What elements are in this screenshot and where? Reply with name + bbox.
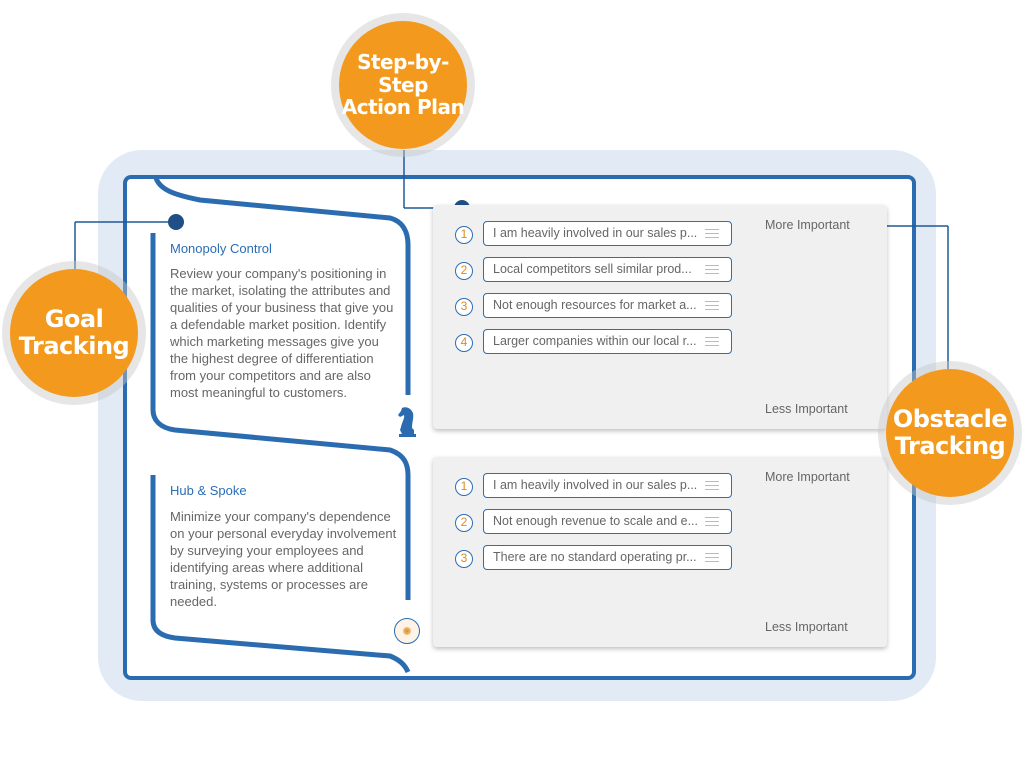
drag-handle-icon[interactable] — [705, 229, 719, 238]
obstacle-tracking-callout: Obstacle Tracking — [886, 369, 1014, 497]
goal-title-monopoly-control[interactable]: Monopoly Control — [170, 241, 272, 256]
less-important-label: Less Important — [765, 402, 848, 416]
less-important-label: Less Important — [765, 620, 848, 634]
item-number: 3 — [455, 550, 473, 568]
obstacle-item[interactable]: There are no standard operating pr... — [483, 545, 732, 570]
chess-knight-icon — [396, 404, 418, 438]
goal-description-hub-spoke: Minimize your company's dependence on yo… — [170, 509, 397, 609]
obstacle-item-text: Not enough resources for market a... — [493, 298, 697, 312]
hub-spoke-icon — [394, 618, 420, 644]
obstacle-item[interactable]: Not enough resources for market a... — [483, 293, 732, 318]
drag-handle-icon[interactable] — [705, 301, 719, 310]
obstacle-item-text: I am heavily involved in our sales p... — [493, 478, 698, 492]
drag-handle-icon[interactable] — [705, 517, 719, 526]
obstacle-item-text: Not enough revenue to scale and e... — [493, 514, 699, 528]
obstacle-item-text: Local competitors sell similar prod... — [493, 262, 692, 276]
obstacle-item-text: I am heavily involved in our sales p... — [493, 226, 698, 240]
obstacle-item[interactable]: I am heavily involved in our sales p... — [483, 221, 732, 246]
drag-handle-icon[interactable] — [705, 553, 719, 562]
item-number: 1 — [455, 478, 473, 496]
item-number: 3 — [455, 298, 473, 316]
goal-tracking-callout: Goal Tracking — [10, 269, 138, 397]
item-number: 2 — [455, 514, 473, 532]
obstacle-item-text: There are no standard operating pr... — [493, 550, 697, 564]
item-number: 2 — [455, 262, 473, 280]
more-important-label: More Important — [765, 470, 850, 484]
obstacle-item-text: Larger companies within our local r... — [493, 334, 697, 348]
more-important-label: More Important — [765, 218, 850, 232]
drag-handle-icon[interactable] — [705, 481, 719, 490]
obstacle-item[interactable]: Larger companies within our local r... — [483, 329, 732, 354]
drag-handle-icon[interactable] — [705, 337, 719, 346]
goal-title-hub-spoke[interactable]: Hub & Spoke — [170, 483, 247, 498]
item-number: 4 — [455, 334, 473, 352]
obstacle-item[interactable]: Not enough revenue to scale and e... — [483, 509, 732, 534]
goal-description-monopoly-control: Review your company's positioning in the… — [170, 266, 394, 400]
obstacle-item[interactable]: I am heavily involved in our sales p... — [483, 473, 732, 498]
obstacle-item[interactable]: Local competitors sell similar prod... — [483, 257, 732, 282]
action-plan-callout: Step-by-Step Action Plan — [339, 21, 467, 149]
item-number: 1 — [455, 226, 473, 244]
drag-handle-icon[interactable] — [705, 265, 719, 274]
